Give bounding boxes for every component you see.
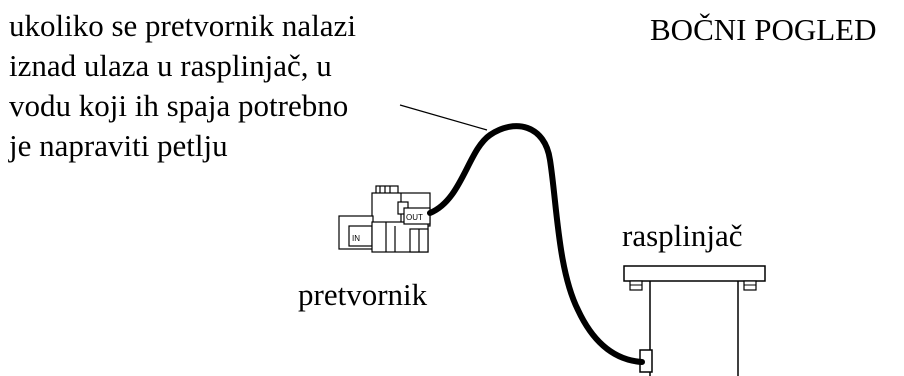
loop-instruction-note: ukoliko se pretvornik nalazi iznad ulaza… [9,8,356,163]
converter-port-in: IN [352,234,360,243]
connecting-hose [427,123,645,365]
side-view-title: BOČNI POGLED [650,12,877,47]
carburetor-drawing [623,265,766,376]
carburetor-label: rasplinjač [622,218,743,253]
converter-port-out: OUT [406,213,423,222]
converter-drawing [338,185,431,253]
converter-label: pretvornik [298,277,428,312]
carburetor-top-plate [623,265,766,282]
annotation-leader-line [399,104,488,131]
